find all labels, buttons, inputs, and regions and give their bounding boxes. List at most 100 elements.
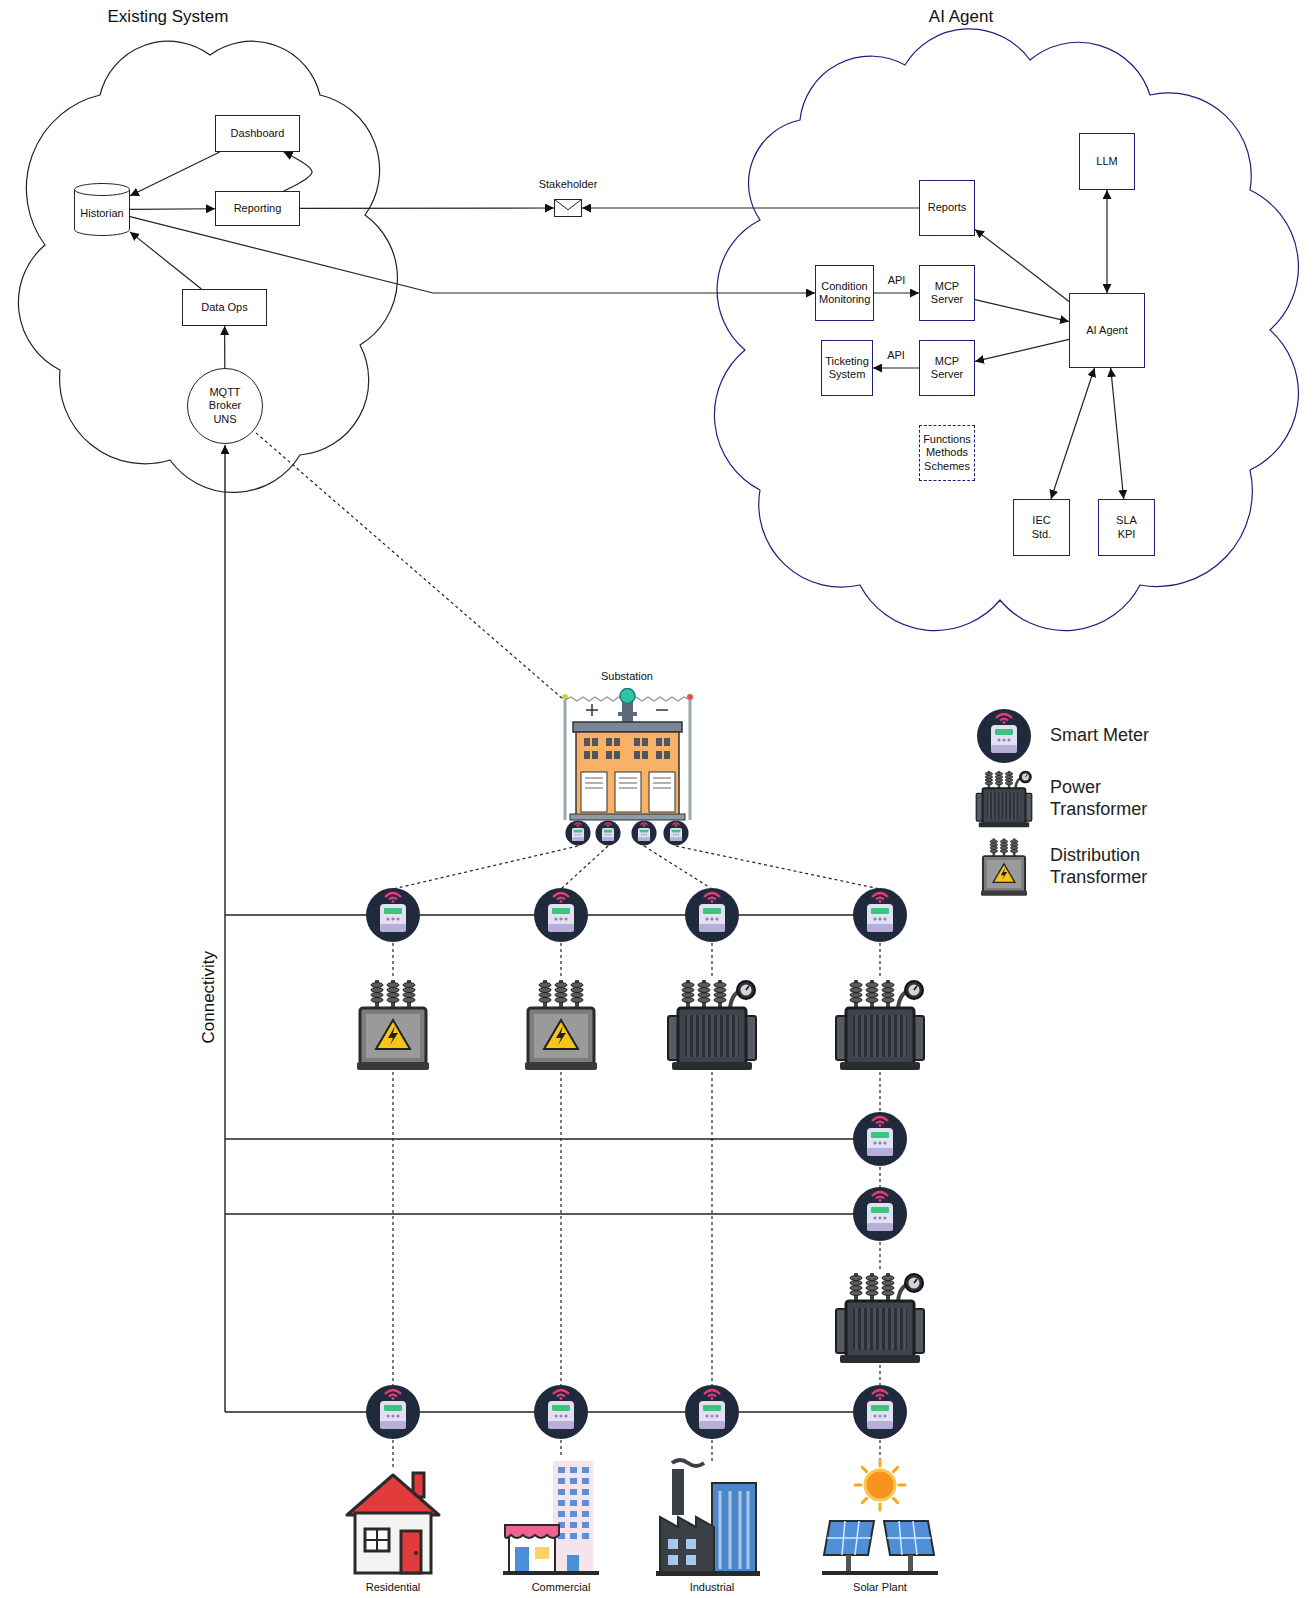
text-holder: SLA KPI xyxy=(1112,514,1142,540)
node-text: MCP Server xyxy=(923,280,971,306)
legend-text: Smart Meter xyxy=(1050,725,1200,747)
node-heading: AI Agent xyxy=(929,7,993,27)
legend-icon xyxy=(977,709,1031,763)
smart-meter xyxy=(663,820,688,845)
legend-text: Distribution Transformer xyxy=(1050,845,1200,888)
smart-meter xyxy=(366,888,420,942)
cloud-outline xyxy=(18,41,397,492)
site-label: Solar Plant xyxy=(853,1581,907,1594)
smart-meter xyxy=(685,888,739,942)
cloud-region-outline xyxy=(700,0,1316,650)
dashed-wire xyxy=(879,1167,880,1187)
distribution-transformer xyxy=(357,980,429,1070)
envelope-icon: Stakeholder xyxy=(554,199,582,217)
window xyxy=(558,1489,565,1495)
smart-meter xyxy=(853,1385,907,1439)
server-box: MCP Server xyxy=(919,340,975,396)
cloud-region: AI AgentLLMReportsCondition MonitoringMC… xyxy=(700,0,1316,650)
process-box: Condition Monitoring xyxy=(815,265,874,321)
node-text: Functions Methods Schemes xyxy=(923,433,971,473)
sun-ray xyxy=(893,1467,897,1471)
cloud-region: Existing SystemDashboardHistorianReporti… xyxy=(0,0,420,512)
cloud-outline xyxy=(714,29,1298,631)
edge-label-holder: API xyxy=(886,274,908,287)
window xyxy=(582,1511,589,1517)
text-holder: MCP Server xyxy=(923,355,971,381)
reference-box: IEC Std. xyxy=(1013,499,1070,556)
power-transformer xyxy=(836,980,924,1070)
dashed-wire xyxy=(879,1365,880,1385)
smart-meter xyxy=(631,820,656,845)
sun-ray xyxy=(899,1484,905,1487)
dashed-wire xyxy=(392,943,393,978)
dashed-wire xyxy=(879,1242,880,1271)
substation-icon: Substation xyxy=(562,688,693,822)
sun-ray xyxy=(862,1467,866,1471)
node-text: Reporting xyxy=(219,202,296,215)
agent-box: AI Agent xyxy=(1069,293,1145,368)
node-text: Dashboard xyxy=(219,127,296,140)
dashed-wire xyxy=(711,1072,712,1385)
axis-label: Connectivity xyxy=(199,951,219,1044)
connectivity-wire xyxy=(225,1213,880,1214)
smart-meter xyxy=(853,1112,907,1166)
sun-ray xyxy=(879,1460,882,1466)
house-icon xyxy=(347,1473,439,1573)
dashed-wire xyxy=(392,1440,393,1470)
window xyxy=(558,1500,565,1506)
window xyxy=(570,1522,577,1528)
process-box: Reporting xyxy=(215,191,300,226)
node-text: IEC Std. xyxy=(1027,514,1057,540)
node-text: AI Agent xyxy=(1073,324,1141,337)
dashed-wire xyxy=(392,1072,393,1385)
flow-arrow xyxy=(582,207,919,208)
dashed-wire xyxy=(879,1072,880,1112)
text-holder: IEC Std. xyxy=(1027,514,1057,540)
flow-arrow xyxy=(873,367,919,368)
smart-meter xyxy=(853,1187,907,1241)
power-transformer xyxy=(668,980,756,1070)
flow-arrow xyxy=(975,300,1069,322)
node-heading: Stakeholder xyxy=(539,178,598,191)
flow-arrow xyxy=(130,208,215,210)
heading-holder: Stakeholder xyxy=(539,178,598,191)
window xyxy=(558,1467,565,1473)
node-text: Historian xyxy=(78,207,126,220)
window xyxy=(570,1500,577,1506)
solar-icon xyxy=(822,1460,938,1575)
flow-arrow xyxy=(1106,190,1107,293)
site-label: Residential xyxy=(366,1581,420,1594)
label-holder: Solar Plant xyxy=(853,1581,907,1594)
power-transformer xyxy=(836,1273,924,1363)
window xyxy=(570,1511,577,1517)
node-text: Data Ops xyxy=(186,301,263,314)
flow-arrow xyxy=(1111,368,1124,499)
smart-meter xyxy=(595,820,620,845)
legend-icon xyxy=(976,771,1031,828)
window xyxy=(582,1522,589,1528)
label-holder: Connectivity xyxy=(199,951,219,1044)
sun-ray xyxy=(893,1498,897,1502)
legend-symbol xyxy=(975,769,1033,829)
database-cylinder: Historian xyxy=(74,183,130,236)
label-holder: Industrial xyxy=(690,1581,735,1594)
text-holder: AI Agent xyxy=(1073,324,1141,337)
substation-icon-outline xyxy=(562,688,693,822)
dashed-wire xyxy=(560,943,561,978)
edge-label: API xyxy=(886,274,908,287)
window xyxy=(570,1533,577,1539)
dashed-wire xyxy=(711,1440,712,1462)
flow-arrow xyxy=(874,292,919,293)
envelope-icon-outline xyxy=(554,199,582,217)
site-label: Commercial xyxy=(532,1581,591,1594)
legend-symbol xyxy=(976,708,1032,764)
server-box: MCP Server xyxy=(919,265,975,321)
flow-arrow xyxy=(130,152,220,196)
dashed-wire xyxy=(560,1072,561,1385)
label-holder: Commercial xyxy=(532,1581,591,1594)
dashed-wire xyxy=(879,943,880,978)
edge-label-holder: API xyxy=(885,349,907,362)
text-holder: MCP Server xyxy=(923,280,971,306)
connectivity-wire xyxy=(225,1138,880,1139)
text-holder: MQTT Broker UNS xyxy=(202,386,248,426)
